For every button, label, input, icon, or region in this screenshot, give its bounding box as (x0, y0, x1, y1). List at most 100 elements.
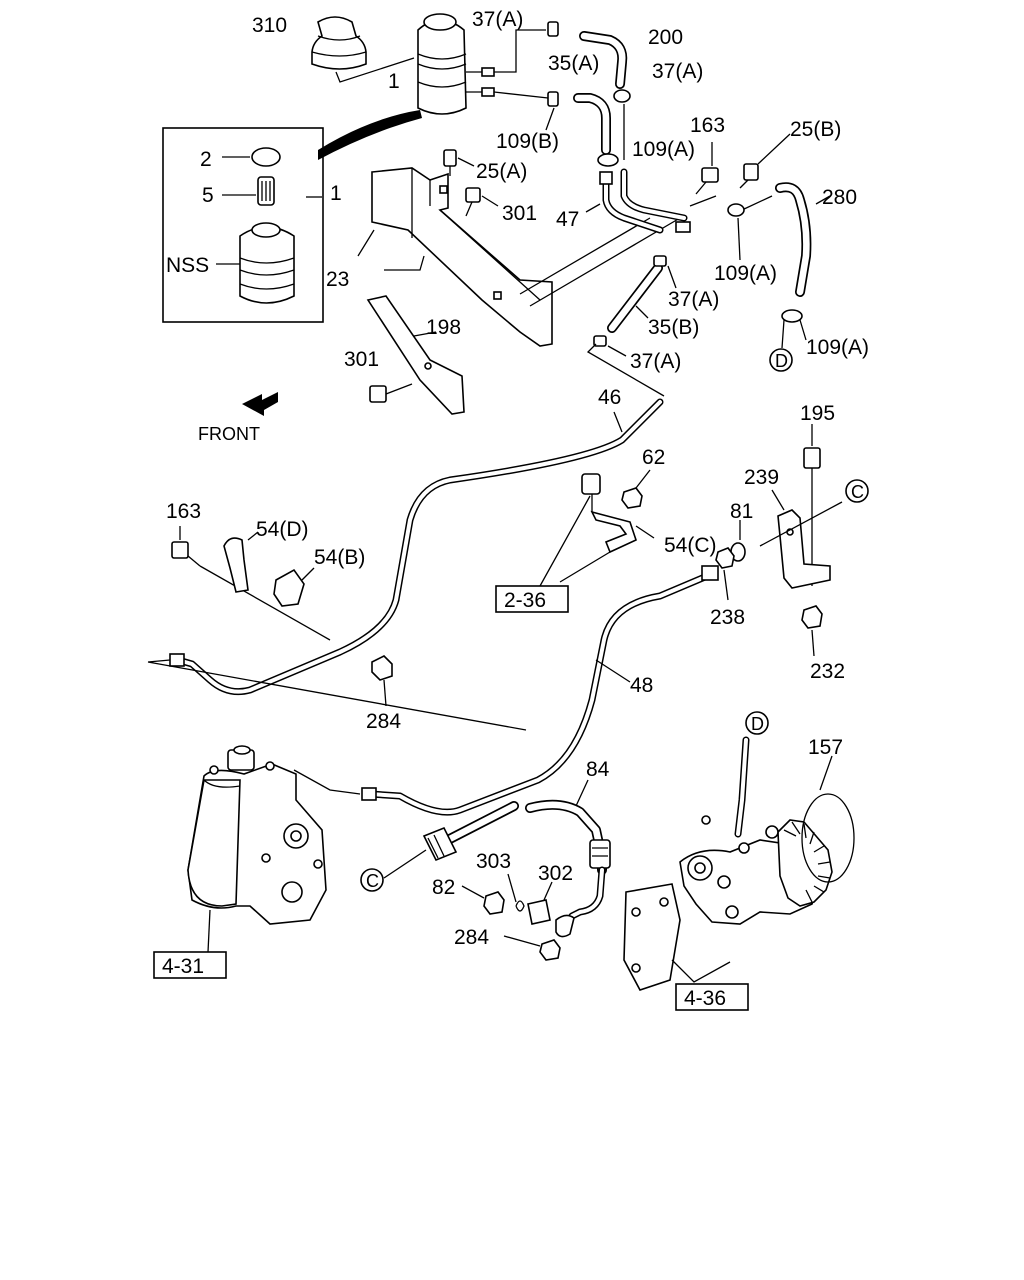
leader-line (815, 195, 831, 205)
marker-d-1-text: D (775, 351, 788, 371)
leader-line (635, 469, 651, 489)
tank-assembly-nss (239, 222, 295, 304)
leader-line (595, 659, 631, 683)
fitting (675, 221, 691, 233)
connection-lines (493, 29, 549, 99)
leader-line (607, 265, 677, 357)
leader-line (635, 525, 655, 539)
mounting-lines (519, 217, 681, 307)
label-23: 23 (326, 268, 349, 291)
steering-gear (187, 745, 327, 925)
label-195: 195 (800, 402, 835, 425)
hose-84 (435, 799, 607, 875)
leader-line (737, 217, 741, 261)
leader-line (383, 679, 387, 707)
label-37a-2: 37(A) (652, 60, 703, 83)
fitting (701, 565, 719, 581)
bolt-301-bottom (369, 383, 413, 403)
connection-line (199, 565, 331, 641)
leader-line (539, 495, 611, 587)
leader-line (507, 873, 517, 903)
label-198: 198 (426, 316, 461, 339)
leader-line (247, 531, 259, 541)
ref-4-36: 4-36 (684, 987, 726, 1010)
leader-line (671, 959, 731, 983)
label-284-bottom: 284 (454, 926, 489, 949)
clamp-37a-2 (613, 89, 631, 103)
label-310: 310 (252, 14, 287, 37)
bolt-301-top (465, 187, 481, 217)
clamp-37a-4 (593, 335, 607, 347)
bolt-163-top (695, 167, 719, 195)
clip-54d (223, 537, 249, 593)
label-301-top: 301 (502, 202, 537, 225)
bolt-25a (443, 149, 457, 176)
label-302: 302 (538, 862, 573, 885)
connection-line (147, 659, 527, 731)
clip-54b (273, 568, 305, 607)
strainer-5 (257, 176, 275, 206)
ref-box-4-31 (153, 951, 227, 979)
leader-line (811, 629, 815, 657)
leader-line (207, 909, 211, 953)
label-157: 157 (808, 736, 843, 759)
label-84: 84 (586, 758, 610, 781)
marker-c-1-text: C (851, 482, 864, 502)
label-5: 5 (202, 184, 214, 207)
label-47: 47 (556, 208, 579, 231)
power-steering-pump (623, 815, 833, 991)
label-2: 2 (200, 148, 212, 171)
hose-end (555, 914, 575, 938)
label-303: 303 (476, 850, 511, 873)
bolt-25b (739, 163, 759, 189)
label-25b: 25(B) (790, 118, 841, 141)
label-1-reservoir: 1 (388, 70, 400, 93)
o-ring-157 (801, 793, 855, 883)
marker-d-2 (745, 711, 769, 735)
label-46: 46 (598, 386, 621, 409)
leader-line (335, 57, 415, 83)
label-238: 238 (710, 606, 745, 629)
leader-line (301, 567, 315, 581)
label-35a: 35(A) (548, 52, 599, 75)
label-163-top: 163 (690, 114, 725, 137)
label-301-bottom: 301 (344, 348, 379, 371)
nut-232 (801, 605, 823, 629)
leader-line (357, 229, 425, 271)
clamp-303 (515, 900, 525, 912)
label-239: 239 (744, 466, 779, 489)
label-54c: 54(C) (664, 534, 717, 557)
label-35b: 35(B) (648, 316, 699, 339)
label-109a-3: 109(A) (806, 336, 869, 359)
label-82: 82 (432, 876, 455, 899)
nut-62 (621, 487, 643, 509)
label-163-mid: 163 (166, 500, 201, 523)
leader-line (503, 935, 541, 947)
ref-box-4-36 (675, 983, 749, 1011)
leader-line (723, 569, 729, 601)
nut-238 (715, 547, 735, 569)
leader-line (575, 779, 589, 807)
front-arrow (242, 392, 278, 416)
reservoir-cap-310 (311, 16, 367, 70)
connection-line (586, 343, 665, 397)
leader-line (757, 133, 791, 165)
bracket-23 (371, 167, 553, 347)
label-37a-3: 37(A) (668, 288, 719, 311)
leader-line (461, 885, 485, 899)
label-37a-4: 37(A) (630, 350, 681, 373)
inset-pointer (318, 110, 422, 160)
label-25a: 25(A) (476, 160, 527, 183)
label-54d: 54(D) (256, 518, 309, 541)
nut-284-mid (371, 655, 393, 681)
ref-box-2-36 (495, 585, 569, 613)
clamp-109a-1 (597, 153, 619, 167)
ref-2-36: 2-36 (504, 589, 546, 612)
marker-c-1 (845, 479, 869, 503)
leader-line (383, 849, 427, 879)
label-54b: 54(B) (314, 546, 365, 569)
marker-c-2-text: C (366, 871, 379, 891)
label-109a-2: 109(A) (714, 262, 777, 285)
